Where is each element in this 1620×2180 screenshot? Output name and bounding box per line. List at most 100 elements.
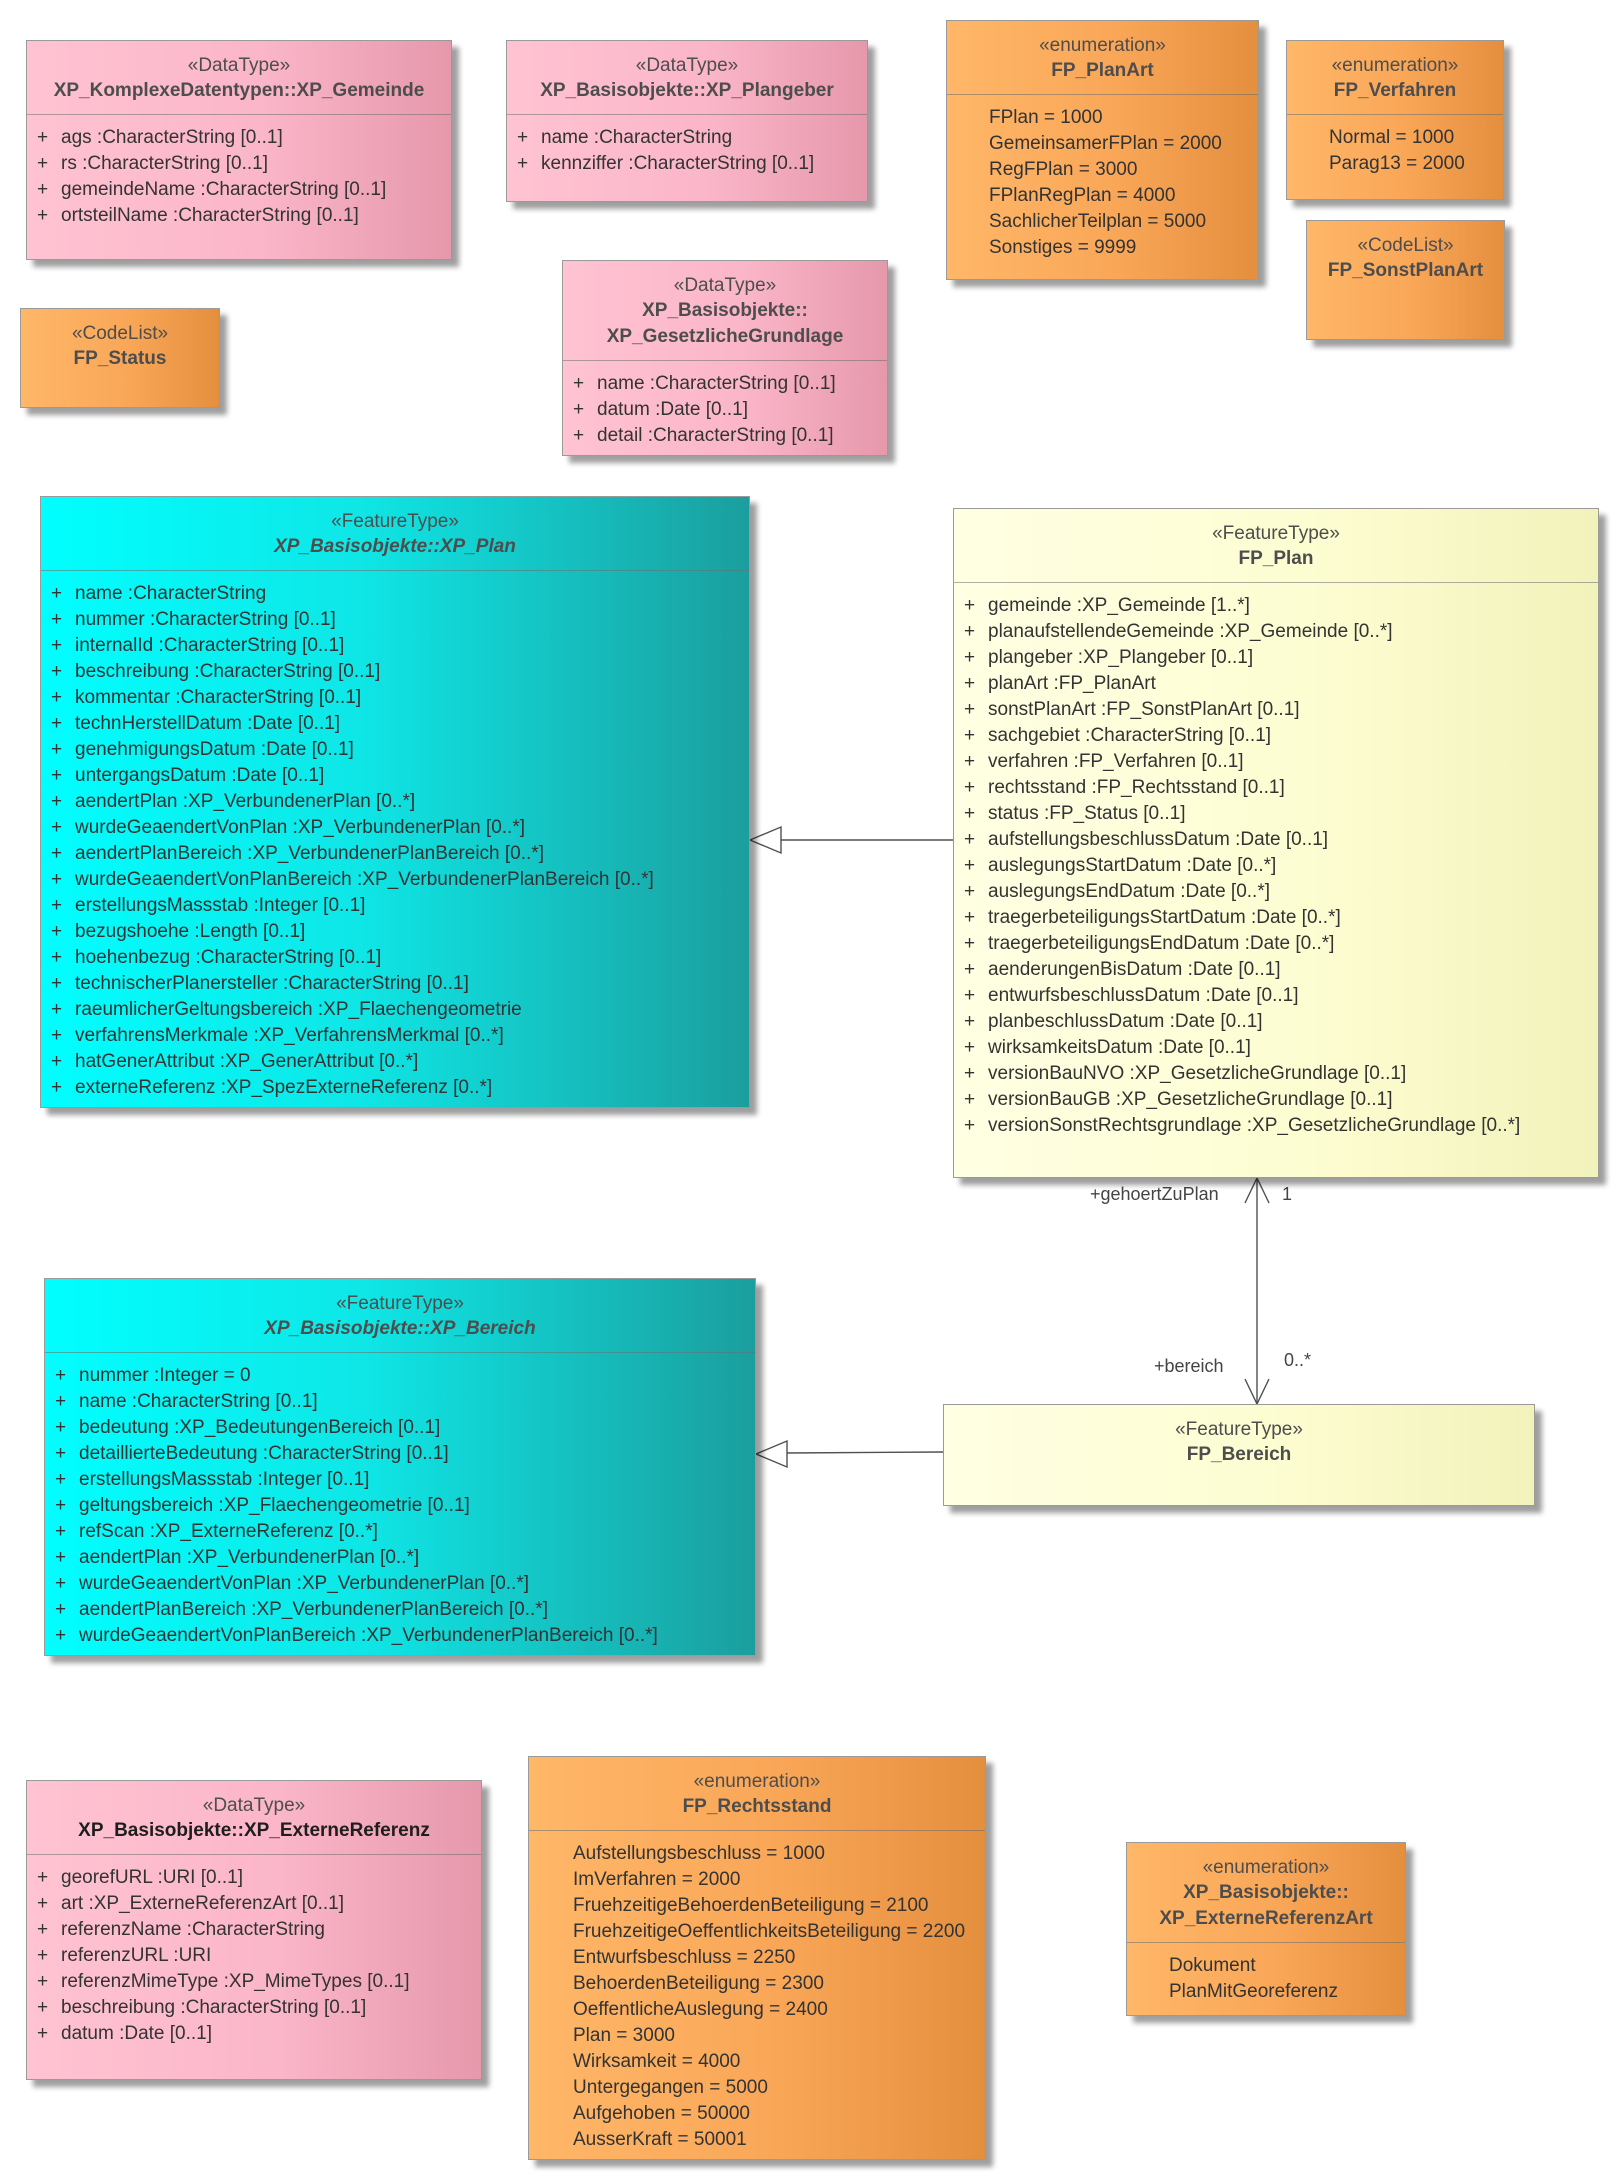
attribute-text: auslegungsEndDatum :Date [0..*] bbox=[988, 881, 1271, 902]
attribute-text: plangeber :XP_Plangeber [0..1] bbox=[988, 647, 1254, 668]
class-fp-verfahren[interactable]: «enumeration» FP_Verfahren Normal = 1000… bbox=[1286, 40, 1504, 200]
class-xp-externereferenzart[interactable]: «enumeration» XP_Basisobjekte:: XP_Exter… bbox=[1126, 1842, 1406, 2016]
enum-literal: Normal = 1000 bbox=[1329, 127, 1455, 148]
enum-literal: Aufstellungsbeschluss = 1000 bbox=[573, 1843, 825, 1864]
attribute-text: kommentar :CharacterString [0..1] bbox=[75, 687, 362, 708]
class-xp-plan[interactable]: «FeatureType» XP_Basisobjekte::XP_Plan +… bbox=[40, 496, 750, 1108]
visibility-marker: + bbox=[55, 1573, 67, 1594]
attribute-row: +hoehenbezug :CharacterString [0..1] bbox=[41, 945, 749, 971]
attribute-row: +referenzName :CharacterString bbox=[27, 1917, 481, 1943]
visibility-marker: + bbox=[51, 713, 63, 734]
attribute-text: gemeindeName :CharacterString [0..1] bbox=[61, 179, 387, 200]
attribute-text: referenzMimeType :XP_MimeTypes [0..1] bbox=[61, 1971, 410, 1992]
attribute-row: +planaufstellendeGemeinde :XP_Gemeinde [… bbox=[954, 619, 1598, 645]
attribute-row: +referenzMimeType :XP_MimeTypes [0..1] bbox=[27, 1969, 481, 1995]
stereotype: «FeatureType» bbox=[1212, 523, 1340, 544]
visibility-marker: + bbox=[964, 829, 976, 850]
visibility-marker: + bbox=[51, 609, 63, 630]
attribute-text: rs :CharacterString [0..1] bbox=[61, 153, 268, 174]
attribute-row: +status :FP_Status [0..1] bbox=[954, 801, 1598, 827]
enum-literal: Aufgehoben = 50000 bbox=[573, 2103, 750, 2124]
attribute-row: +beschreibung :CharacterString [0..1] bbox=[41, 659, 749, 685]
visibility-marker: + bbox=[964, 1037, 976, 1058]
enum-literal: ImVerfahren = 2000 bbox=[573, 1869, 741, 1890]
association-arrow-to-plan bbox=[1244, 1176, 1270, 1204]
visibility-marker: + bbox=[37, 1893, 49, 1914]
class-fp-sonstplanart[interactable]: «CodeList» FP_SonstPlanArt bbox=[1306, 220, 1505, 340]
attribute-row: +planbeschlussDatum :Date [0..1] bbox=[954, 1009, 1598, 1035]
attribute-row: +referenzURL :URI bbox=[27, 1943, 481, 1969]
class-fp-status[interactable]: «CodeList» FP_Status bbox=[20, 308, 220, 408]
class-xp-plangeber[interactable]: «DataType» XP_Basisobjekte::XP_Plangeber… bbox=[506, 40, 868, 202]
class-name-line2: XP_ExterneReferenzArt bbox=[1159, 1908, 1373, 1929]
class-fp-rechtsstand[interactable]: «enumeration» FP_Rechtsstand Aufstellung… bbox=[528, 1756, 986, 2160]
role-bereich: +bereich bbox=[1154, 1356, 1224, 1376]
attribute-text: traegerbeteiligungsEndDatum :Date [0..*] bbox=[988, 933, 1335, 954]
class-fp-plan[interactable]: «FeatureType» FP_Plan +gemeinde :XP_Geme… bbox=[953, 508, 1599, 1178]
attribute-row: +versionBauNVO :XP_GesetzlicheGrundlage … bbox=[954, 1061, 1598, 1087]
stereotype: «CodeList» bbox=[1357, 235, 1454, 256]
class-xp-externereferenz[interactable]: «DataType» XP_Basisobjekte::XP_ExterneRe… bbox=[26, 1780, 482, 2080]
attribute-text: nummer :CharacterString [0..1] bbox=[75, 609, 336, 630]
class-name: XP_Basisobjekte::XP_Bereich bbox=[264, 1318, 536, 1339]
attribute-text: hatGenerAttribut :XP_GenerAttribut [0..*… bbox=[75, 1051, 419, 1072]
stereotype: «FeatureType» bbox=[331, 511, 459, 532]
visibility-marker: + bbox=[51, 635, 63, 656]
visibility-marker: + bbox=[964, 621, 976, 642]
visibility-marker: + bbox=[37, 2023, 49, 2044]
visibility-marker: + bbox=[51, 1077, 63, 1098]
visibility-marker: + bbox=[51, 739, 63, 760]
attribute-text: verfahren :FP_Verfahren [0..1] bbox=[988, 751, 1244, 772]
attribute-text: versionSonstRechtsgrundlage :XP_Gesetzli… bbox=[988, 1115, 1521, 1136]
class-xp-bereich[interactable]: «FeatureType» XP_Basisobjekte::XP_Bereic… bbox=[44, 1278, 756, 1656]
enum-literal: BehoerdenBeteiligung = 2300 bbox=[573, 1973, 824, 1994]
visibility-marker: + bbox=[55, 1495, 67, 1516]
attribute-row: +sonstPlanArt :FP_SonstPlanArt [0..1] bbox=[954, 697, 1598, 723]
attribute-row: +raeumlicherGeltungsbereich :XP_Flaechen… bbox=[41, 997, 749, 1023]
attribute-text: refScan :XP_ExterneReferenz [0..*] bbox=[79, 1521, 378, 1542]
visibility-marker: + bbox=[37, 153, 49, 174]
attribute-row: +gemeinde :XP_Gemeinde [1..*] bbox=[954, 593, 1598, 619]
visibility-marker: + bbox=[51, 999, 63, 1020]
stereotype: «enumeration» bbox=[693, 1771, 821, 1792]
visibility-marker: + bbox=[51, 583, 63, 604]
attribute-text: bezugshoehe :Length [0..1] bbox=[75, 921, 306, 942]
visibility-marker: + bbox=[51, 687, 63, 708]
attribute-text: nummer :Integer = 0 bbox=[79, 1365, 251, 1386]
class-name: FP_Status bbox=[73, 348, 167, 369]
stereotype: «FeatureType» bbox=[1175, 1419, 1303, 1440]
attribute-text: entwurfsbeschlussDatum :Date [0..1] bbox=[988, 985, 1299, 1006]
attribute-text: detaillierteBedeutung :CharacterString [… bbox=[79, 1443, 449, 1464]
attribute-text: planArt :FP_PlanArt bbox=[988, 673, 1156, 694]
attribute-text: genehmigungsDatum :Date [0..1] bbox=[75, 739, 354, 760]
attribute-text: name :CharacterString bbox=[541, 127, 733, 148]
attribute-row: +aenderungenBisDatum :Date [0..1] bbox=[954, 957, 1598, 983]
attribute-text: traegerbeteiligungsStartDatum :Date [0..… bbox=[988, 907, 1341, 928]
class-fp-bereich[interactable]: «FeatureType» FP_Bereich bbox=[943, 1404, 1535, 1506]
class-xp-gesetzlichegrundlage[interactable]: «DataType» XP_Basisobjekte:: XP_Gesetzli… bbox=[562, 260, 888, 456]
attribute-text: sachgebiet :CharacterString [0..1] bbox=[988, 725, 1272, 746]
visibility-marker: + bbox=[51, 817, 63, 838]
attribute-text: status :FP_Status [0..1] bbox=[988, 803, 1186, 824]
generalization-arrowhead-xp-bereich bbox=[754, 1439, 788, 1469]
enum-literal: GemeinsamerFPlan = 2000 bbox=[989, 133, 1222, 154]
attribute-text: technischerPlanersteller :CharacterStrin… bbox=[75, 973, 469, 994]
attribute-row: +hatGenerAttribut :XP_GenerAttribut [0..… bbox=[41, 1049, 749, 1075]
attribute-row: +georefURL :URI [0..1] bbox=[27, 1865, 481, 1891]
visibility-marker: + bbox=[964, 699, 976, 720]
attribute-row: +wurdeGeaendertVonPlan :XP_VerbundenerPl… bbox=[45, 1571, 755, 1597]
enum-literal: Dokument bbox=[1169, 1955, 1256, 1976]
visibility-marker: + bbox=[964, 881, 976, 902]
stereotype: «enumeration» bbox=[1331, 55, 1459, 76]
attribute-text: hoehenbezug :CharacterString [0..1] bbox=[75, 947, 382, 968]
attribute-text: internalId :CharacterString [0..1] bbox=[75, 635, 345, 656]
generalization-fp-bereich-to-xp-bereich bbox=[785, 1451, 944, 1454]
attribute-row: + internalId :CharacterString [0..1] bbox=[41, 633, 749, 659]
visibility-marker: + bbox=[517, 153, 529, 174]
attribute-text: rechtsstand :FP_Rechtsstand [0..1] bbox=[988, 777, 1285, 798]
attribute-row: + genehmigungsDatum :Date [0..1] bbox=[41, 737, 749, 763]
class-name: XP_Basisobjekte::XP_Plan bbox=[274, 536, 516, 557]
attribute-text: name :CharacterString bbox=[75, 583, 267, 604]
class-xp-gemeinde[interactable]: «DataType» XP_KomplexeDatentypen::XP_Gem… bbox=[26, 40, 452, 260]
